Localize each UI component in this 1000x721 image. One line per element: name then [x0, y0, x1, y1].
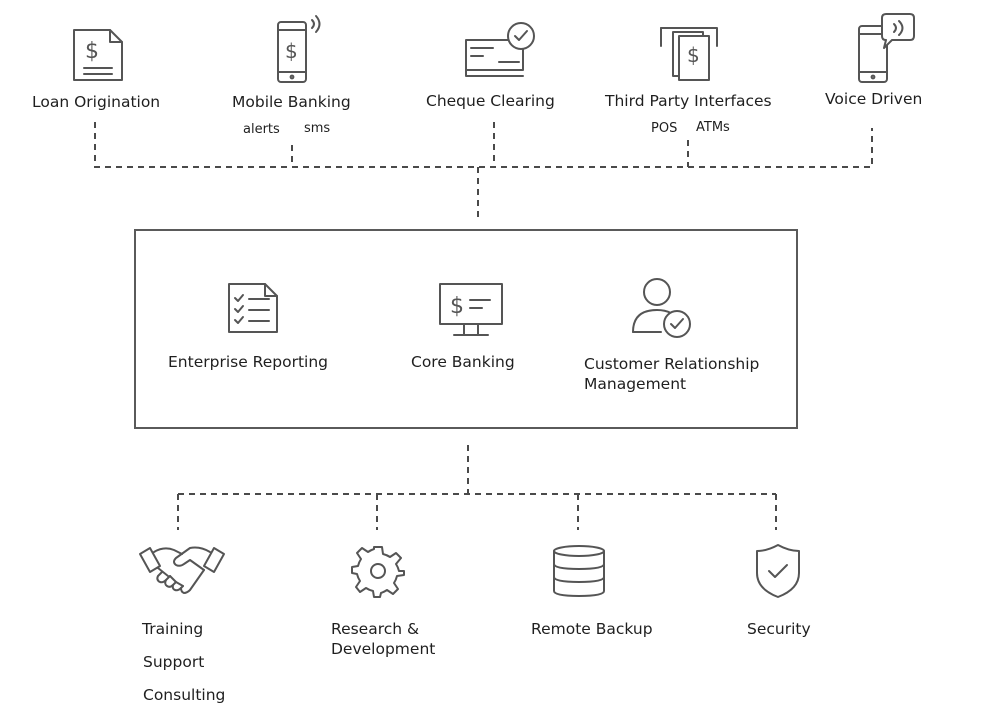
mobile-dollar-icon: $: [277, 15, 321, 83]
cheque-clearing-label: Cheque Clearing: [426, 92, 555, 110]
remote-backup-label: Remote Backup: [531, 620, 653, 638]
mobile-banking-sub-alerts: alerts: [243, 122, 280, 137]
handshake-icon: [139, 546, 225, 594]
crm-label-line1: Customer Relationship: [584, 355, 760, 373]
mobile-banking-sub-sms: sms: [304, 121, 331, 136]
third-party-label: Third Party Interfaces: [605, 92, 772, 110]
atm-cash-icon: $: [660, 27, 718, 81]
svg-text:$: $: [85, 39, 99, 64]
svg-text:$: $: [450, 294, 464, 319]
monitor-dollar-icon: $: [439, 283, 503, 336]
core-systems-box: [134, 229, 798, 429]
crm-label-line2: Management: [584, 375, 687, 393]
consulting-label: Consulting: [143, 686, 226, 704]
loan-origination-label: Loan Origination: [32, 93, 161, 111]
third-party-sub-atms: ATMs: [696, 120, 730, 135]
voice-driven-label: Voice Driven: [825, 90, 923, 108]
shield-check-icon: [756, 544, 800, 598]
svg-text:$: $: [285, 39, 298, 63]
phone-speech-icon: [858, 13, 915, 83]
user-check-icon: [632, 278, 691, 338]
checklist-document-icon: [228, 283, 278, 333]
svg-text:$: $: [687, 43, 700, 67]
cheque-check-icon: [465, 22, 535, 77]
research-label-line2: Development: [331, 640, 436, 658]
third-party-sub-pos: POS: [651, 121, 678, 136]
dollar-document-icon: $: [73, 29, 123, 81]
security-label: Security: [747, 620, 811, 638]
training-label: Training: [142, 620, 204, 638]
support-label: Support: [143, 653, 205, 671]
research-label-line1: Research &: [331, 620, 420, 638]
gear-icon: [351, 546, 405, 598]
database-icon: [553, 545, 605, 597]
mobile-banking-label: Mobile Banking: [232, 93, 351, 111]
core-banking-label: Core Banking: [411, 353, 515, 371]
enterprise-reporting-label: Enterprise Reporting: [168, 353, 329, 371]
